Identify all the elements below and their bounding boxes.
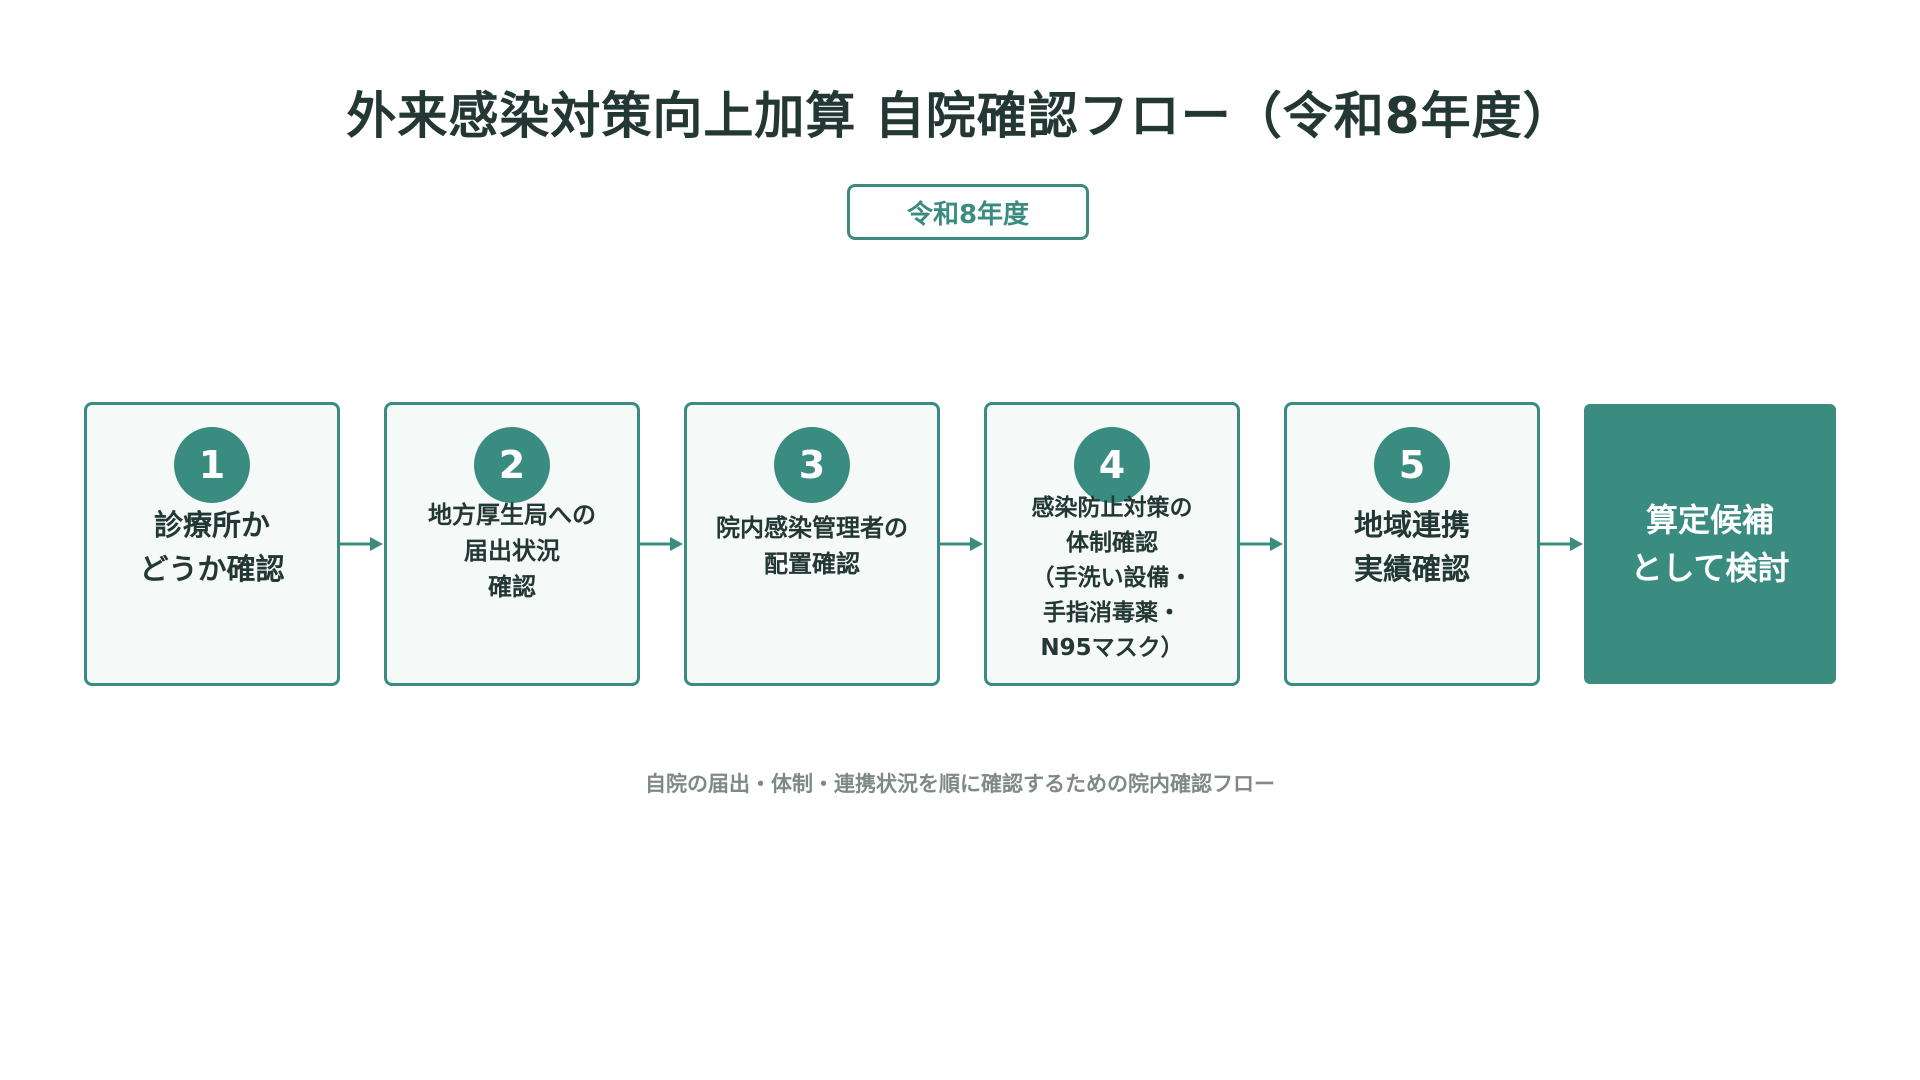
arrow-right-icon (340, 537, 383, 551)
step-box-5: 5 地域連携 実績確認 (1284, 402, 1540, 686)
step-label: 感染防止対策の 体制確認 （手洗い設備・ 手指消毒薬・ N95マスク） (1031, 495, 1193, 661)
arrow-right-icon (1240, 537, 1283, 551)
step-number-badge: 4 (1074, 427, 1150, 503)
arrow-right-icon (640, 537, 683, 551)
page-title: 外来感染対策向上加算 自院確認フロー（令和8年度） (346, 87, 1574, 145)
step-box-4: 4 感染防止対策の 体制確認 （手洗い設備・ 手指消毒薬・ N95マスク） (984, 402, 1240, 686)
arrow-right-icon (940, 537, 983, 551)
final-step-box: 算定候補 として検討 (1584, 404, 1836, 684)
step-label: 地域連携 実績確認 (1353, 508, 1470, 586)
year-badge: 令和8年度 (847, 184, 1089, 240)
arrow-right-icon (1540, 537, 1583, 551)
step-number-badge: 1 (174, 427, 250, 503)
step-number-badge: 5 (1374, 427, 1450, 503)
step-label: 院内感染管理者の 配置確認 (716, 514, 908, 578)
step-number-badge: 2 (474, 427, 550, 503)
step-label: 診療所か どうか確認 (139, 508, 285, 586)
step-label: 地方厚生局への 届出状況 確認 (428, 501, 596, 601)
step-box-3: 3 院内感染管理者の 配置確認 (684, 402, 940, 686)
flow-diagram: 1 診療所か どうか確認 2 地方厚生局への 届出状況 確認 3 院内感染管理者… (84, 402, 1836, 686)
step-number-badge: 3 (774, 427, 850, 503)
step-box-2: 2 地方厚生局への 届出状況 確認 (384, 402, 640, 686)
caption: 自院の届出・体制・連携状況を順に確認するための院内確認フロー (645, 772, 1275, 796)
step-box-1: 1 診療所か どうか確認 (84, 402, 340, 686)
